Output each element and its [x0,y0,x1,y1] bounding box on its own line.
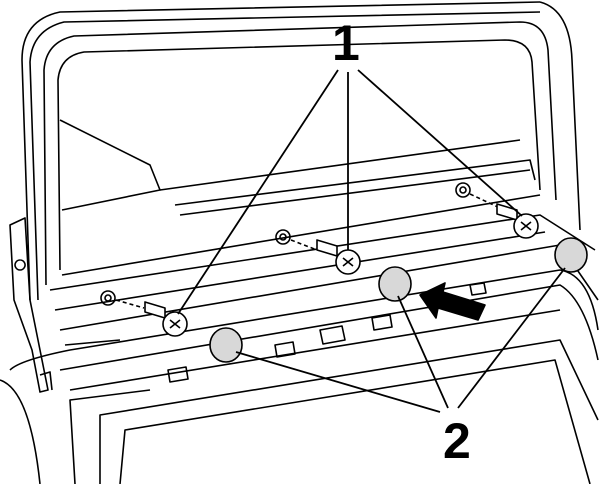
cap-right [554,237,588,273]
leader-lines-2 [235,267,566,413]
cap-left [209,327,243,363]
screw-right [496,203,539,239]
cap-center [378,266,412,302]
direction-arrow [419,282,486,321]
leader-lines-1 [177,69,523,315]
callout-2-caps: 2 [443,413,471,469]
callout-1-screws: 1 [332,15,360,71]
screw-left [144,301,188,337]
